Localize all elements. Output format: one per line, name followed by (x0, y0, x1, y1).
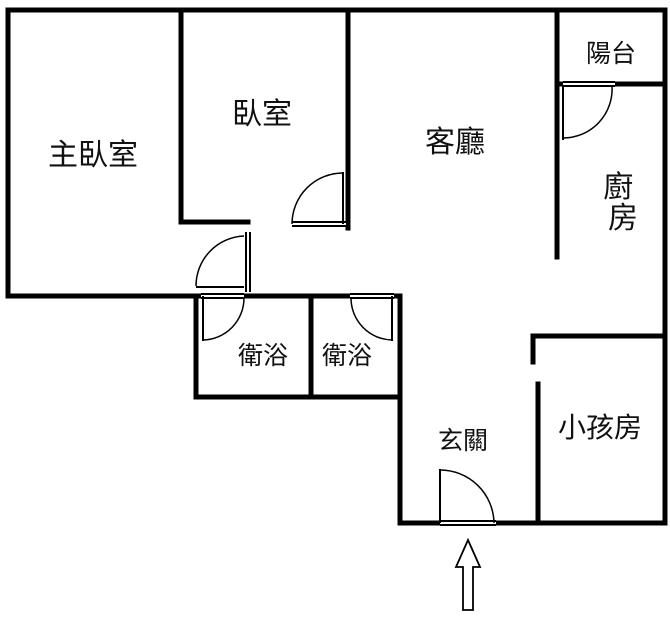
room-label-balcony: 陽台 (586, 39, 636, 68)
balcony-door (562, 81, 615, 140)
room-label-bedroom: 臥室 (232, 97, 292, 132)
bathroom-1-door (201, 293, 245, 341)
room-label-bathroom-1: 衛浴 (238, 341, 288, 370)
room-label-entrance: 玄關 (438, 426, 488, 455)
room-labels: 主臥室 臥室 客廳 陽台 廚 房 衛浴 衛浴 玄關 小孩房 (48, 39, 643, 455)
room-label-kitchen: 廚 房 (603, 170, 643, 236)
room-label-kids-room: 小孩房 (558, 411, 642, 444)
up-arrow-icon (454, 537, 482, 611)
kitchen-label-char-2: 房 (608, 201, 638, 236)
master-bedroom-door (195, 232, 251, 292)
doors (195, 81, 615, 526)
walls (5, 7, 668, 526)
bathroom-2-door (350, 293, 394, 341)
kitchen-label-char-1: 廚 (603, 170, 633, 205)
bedroom-door (291, 172, 346, 227)
room-label-master-bedroom: 主臥室 (48, 138, 138, 173)
entrance-door (439, 469, 496, 526)
room-label-living-room: 客廳 (425, 125, 485, 160)
room-label-bathroom-2: 衛浴 (322, 341, 372, 370)
